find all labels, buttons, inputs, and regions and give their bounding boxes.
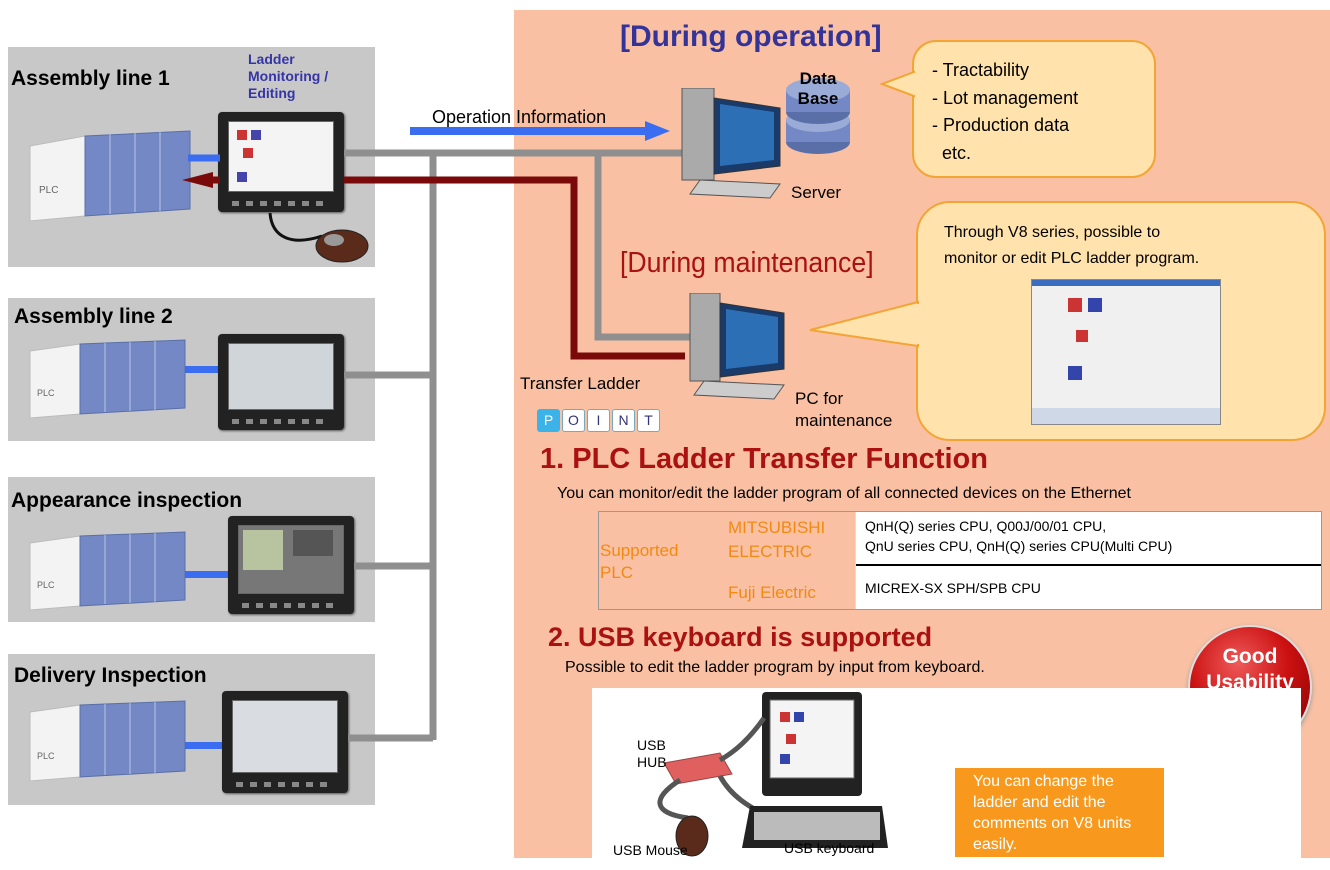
plc-unit-line-4: PLC xyxy=(29,700,186,782)
supported-plc-label: Supported PLC xyxy=(600,541,679,582)
bubble1-item-2: - Lot management xyxy=(932,88,1079,108)
line-title-2: Assembly line 2 xyxy=(14,305,173,328)
bubble-pointer-1 xyxy=(880,70,919,98)
point-letter-p: P xyxy=(537,409,560,432)
point-letter-i: I xyxy=(587,409,610,432)
bubble1-item-4: etc. xyxy=(932,143,972,163)
bubble-pointer-2 xyxy=(809,300,921,348)
line-title-1: Assembly line 1 xyxy=(11,67,170,90)
point-letter-n: N xyxy=(612,409,635,432)
note-box: You can change the ladder and edit the c… xyxy=(955,768,1164,857)
hmi-panel-line-4 xyxy=(222,691,348,793)
svg-text:PLC: PLC xyxy=(37,751,55,761)
database-icon xyxy=(786,78,850,154)
maker-mitsubishi: MITSUBISHI ELECTRIC xyxy=(728,518,826,561)
transfer-ladder-label: Transfer Ladder xyxy=(520,374,641,393)
line-title-4: Delivery Inspection xyxy=(14,664,207,687)
plc-unit-line-3: PLC xyxy=(29,531,186,611)
server-label: Server xyxy=(791,183,842,202)
cpu-mitsubishi: QnH(Q) series CPU, Q00J/00/01 CPU, QnU s… xyxy=(865,518,1173,554)
plc-hmi-link-3 xyxy=(185,571,231,578)
hmi-panel-line-2 xyxy=(218,334,344,430)
usb-hub-label: USB HUB xyxy=(637,737,667,770)
point-letter-t: T xyxy=(637,409,660,432)
database-label: Data Base xyxy=(797,69,839,108)
during-operation-heading: [During operation] xyxy=(620,20,882,53)
plc-hmi-link-4 xyxy=(185,742,223,749)
usb-mouse-label: USB Mouse xyxy=(613,842,688,858)
plc-unit-line-1: PLC xyxy=(29,130,191,222)
usb-setup-illustration xyxy=(657,692,888,857)
mouse-line-1 xyxy=(268,212,369,263)
maintenance-pc-icon xyxy=(689,293,785,400)
point-letter-o: O xyxy=(562,409,585,432)
pc-for-maintenance-label: PC for maintenance xyxy=(795,389,893,430)
section2-title: 2. USB keyboard is supported xyxy=(548,622,933,652)
ladder-monitoring-label: Ladder Monitoring / Editing xyxy=(248,51,329,101)
section1-title: 1. PLC Ladder Transfer Function xyxy=(540,443,988,475)
section2-subtitle: Possible to edit the ladder program by i… xyxy=(565,659,985,676)
server-computer-icon xyxy=(681,88,781,199)
line-title-3: Appearance inspection xyxy=(11,489,243,512)
bubble1-item-1: - Tractability xyxy=(932,60,1030,80)
bubble1-item-3: - Production data xyxy=(932,115,1070,135)
during-maintenance-heading: [During maintenance] xyxy=(620,247,874,279)
operation-information-label: Operation Information xyxy=(432,107,607,127)
svg-text:PLC: PLC xyxy=(39,185,58,196)
hmi-panel-line-1 xyxy=(218,112,344,212)
server-info-bubble xyxy=(912,40,1156,178)
plc-unit-line-2: PLC xyxy=(29,339,186,419)
section1-subtitle: You can monitor/edit the ladder program … xyxy=(557,485,1131,502)
maker-fuji: Fuji Electric xyxy=(728,583,816,602)
ladder-screen-image xyxy=(1031,279,1221,425)
badge-line-1: Good xyxy=(1222,645,1278,668)
hmi-panel-line-3 xyxy=(228,516,354,614)
plc-hmi-link-2 xyxy=(185,366,221,373)
svg-text:PLC: PLC xyxy=(37,580,55,590)
svg-text:PLC: PLC xyxy=(37,388,55,398)
note-text: You can change the ladder and edit the c… xyxy=(973,773,1132,853)
cpu-fuji: MICREX-SX SPH/SPB CPU xyxy=(865,580,1041,596)
supported-plc-table xyxy=(598,511,1322,610)
usb-keyboard-label: USB keyboard xyxy=(784,840,875,856)
bubble2-text: Through V8 series, possible to monitor o… xyxy=(944,224,1200,267)
